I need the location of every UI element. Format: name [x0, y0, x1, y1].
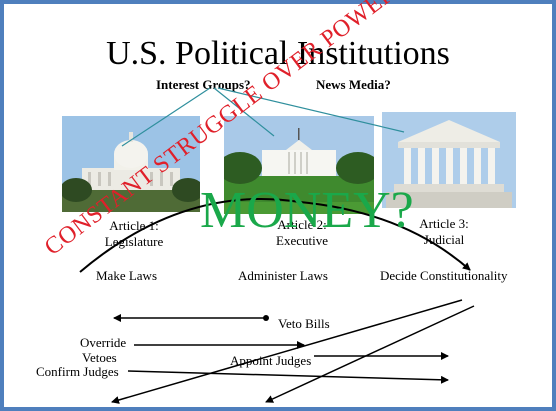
confirm-judges-label: Confirm Judges — [36, 364, 119, 379]
executive-power: Administer Laws — [238, 268, 328, 283]
appoint-judges-label: Appoint Judges — [230, 353, 312, 368]
veto-bills-label: Veto Bills — [278, 316, 330, 331]
page-title: U.S. Political Institutions — [106, 35, 450, 72]
white-house-photo — [224, 116, 374, 214]
veto-bills-dot — [263, 315, 269, 321]
judicial-power: Decide Constitutionality — [380, 268, 508, 283]
capitol-photo — [62, 116, 200, 212]
supreme-court-photo — [382, 112, 516, 208]
override-label: Override — [80, 335, 127, 350]
judicial-review-arrow-1 — [111, 299, 463, 404]
confirm-judges-arrow — [127, 370, 449, 384]
executive-name: Executive — [276, 233, 328, 248]
vetoes-label: Vetoes — [82, 350, 117, 365]
relationship-arrows — [79, 87, 475, 404]
news-media-label: News Media? — [316, 77, 391, 92]
interest-group-pointers — [121, 87, 405, 147]
legislature-article: Article 1: — [109, 218, 159, 233]
money-label: MONEY? — [200, 182, 414, 239]
judicial-article: Article 3: — [419, 216, 469, 231]
legislature-power: Make Laws — [96, 268, 158, 283]
legislature-arc — [79, 197, 301, 273]
interest-groups-label: Interest Groups? — [156, 77, 251, 92]
judicial-review-arrow-2 — [265, 305, 475, 403]
executive-article: Article 2: — [277, 217, 327, 232]
legislature-name: Legislature — [104, 234, 164, 249]
judicial-arc — [299, 201, 471, 271]
